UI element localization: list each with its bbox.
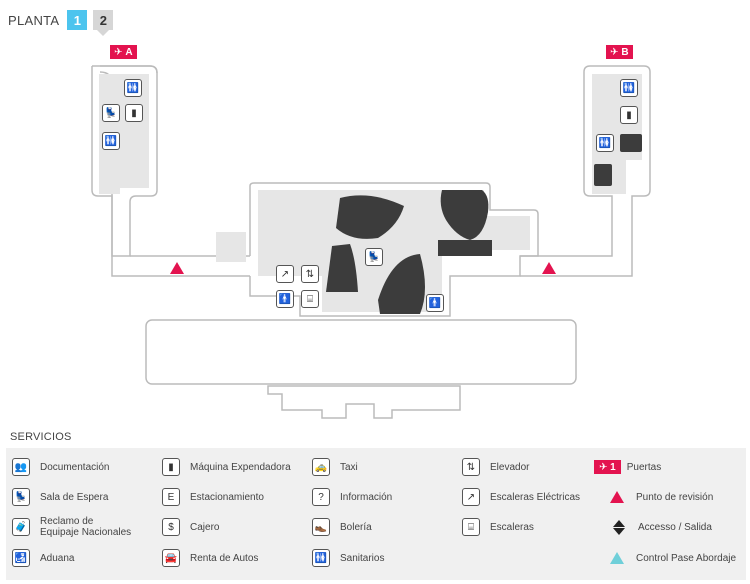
legend-item-aduana[interactable]: 🛃 Aduana — [12, 547, 74, 569]
restroom-icon: 🚻 — [312, 549, 330, 567]
shoe-shine-icon: 👞 — [312, 518, 330, 536]
check-in-icon: 👥 — [12, 458, 30, 476]
legend-item-taxi[interactable]: 🚕 Taxi — [312, 456, 358, 478]
stairs-icon[interactable]: ⌸ — [301, 290, 319, 308]
parking-icon: E — [162, 488, 180, 506]
vending-machine-icon[interactable]: ▮ — [620, 106, 638, 124]
restroom-icon[interactable]: 🚻 — [102, 132, 120, 150]
plane-icon: ✈ — [114, 46, 123, 58]
customs-icon: 🛃 — [12, 549, 30, 567]
legend-item-sanitarios[interactable]: 🚻 Sanitarios — [312, 547, 384, 569]
gate-b-label: B — [621, 46, 629, 58]
legend-item-sala-espera[interactable]: 💺 Sala de Espera — [12, 486, 108, 508]
gate-badge-symbol: ✈ 1 — [594, 460, 621, 474]
legend-item-reclamo[interactable]: 🧳 Reclamo de Equipaje Nacionales — [12, 516, 131, 538]
floor-2-button[interactable]: 2 — [93, 10, 114, 36]
legend-item-punto-revision[interactable]: Punto de revisión — [606, 486, 713, 508]
information-icon: ? — [312, 488, 330, 506]
elevator-icon: ⇅ — [462, 458, 480, 476]
atm-icon: $ — [162, 518, 180, 536]
car-rental-icon: 🚘 — [162, 549, 180, 567]
restroom-icon[interactable]: 🚻 — [124, 79, 142, 97]
checkpoint-marker-a — [170, 262, 184, 274]
vending-machine-icon: ▮ — [162, 458, 180, 476]
elevator-icon[interactable]: ⇅ — [301, 265, 319, 283]
legend-item-acceso-salida[interactable]: Accesso / Salida — [610, 516, 712, 538]
plane-icon: ✈ — [599, 461, 608, 473]
services-title: SERVICIOS — [10, 431, 72, 443]
entry-exit-icon — [610, 519, 628, 535]
gate-b-badge[interactable]: ✈ B — [606, 45, 633, 59]
legend-item-elevador[interactable]: ⇅ Elevador — [462, 456, 529, 478]
escalator-icon[interactable]: ↗ — [276, 265, 294, 283]
gate-a-badge[interactable]: ✈ A — [110, 45, 137, 59]
waiting-room-icon[interactable]: 💺 — [365, 248, 383, 266]
legend-item-cajero[interactable]: $ Cajero — [162, 516, 219, 538]
legend-item-estacionamiento[interactable]: E Estacionamiento — [162, 486, 264, 508]
restroom-icon[interactable]: 🚹 — [276, 290, 294, 308]
restroom-icon[interactable]: 🚻 — [620, 79, 638, 97]
legend-item-escaleras-electricas[interactable]: ↗ Escaleras Eléctricas — [462, 486, 580, 508]
waiting-room-icon: 💺 — [12, 488, 30, 506]
floor-plan-map — [91, 65, 651, 419]
legend-item-documentacion[interactable]: 👥 Documentación — [12, 456, 109, 478]
legend-item-boleria[interactable]: 👞 Bolería — [312, 516, 372, 538]
legend-item-informacion[interactable]: ? Información — [312, 486, 392, 508]
floor-1-button[interactable]: 1 — [67, 10, 88, 30]
stairs-icon: ⌸ — [462, 518, 480, 536]
services-legend: 👥 Documentación 💺 Sala de Espera 🧳 Recla… — [6, 448, 746, 580]
legend-item-puertas[interactable]: ✈ 1 Puertas — [594, 456, 661, 478]
baggage-claim-icon: 🧳 — [12, 518, 30, 536]
checkpoint-marker-b — [542, 262, 556, 274]
vending-machine-icon[interactable]: ▮ — [125, 104, 143, 122]
floor-label: PLANTA — [8, 12, 60, 28]
boarding-control-triangle-icon — [610, 552, 624, 564]
waiting-room-icon[interactable]: 💺 — [102, 104, 120, 122]
floor-selector: PLANTA 1 2 — [8, 6, 119, 36]
gate-a-label: A — [125, 46, 133, 58]
restroom-icon[interactable]: 🚻 — [596, 134, 614, 152]
legend-item-control-pase[interactable]: Control Pase Abordaje — [606, 547, 736, 569]
checkpoint-triangle-icon — [610, 491, 624, 503]
legend-item-maquina[interactable]: ▮ Máquina Expendadora — [162, 456, 291, 478]
legend-item-renta-autos[interactable]: 🚘 Renta de Autos — [162, 547, 258, 569]
escalator-icon: ↗ — [462, 488, 480, 506]
restroom-icon[interactable]: 🚹 — [426, 294, 444, 312]
legend-item-escaleras[interactable]: ⌸ Escaleras — [462, 516, 534, 538]
plane-icon: ✈ — [610, 46, 619, 58]
taxi-icon: 🚕 — [312, 458, 330, 476]
